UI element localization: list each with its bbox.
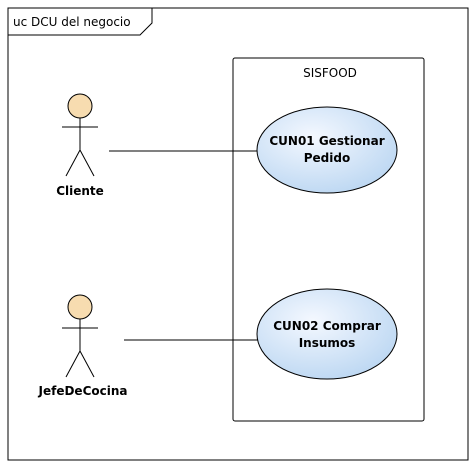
use-case-cun01[interactable]: CUN01 Gestionar Pedido — [256, 106, 398, 194]
use-case-cun02[interactable]: CUN02 Comprar Insumos — [256, 288, 398, 380]
system-name: SISFOOD — [303, 66, 357, 80]
frame-title-tab — [7, 7, 153, 36]
actor-jefedecocina[interactable]: JefeDeCocina — [38, 294, 128, 398]
use-case-cun02-line1: CUN02 Comprar — [273, 319, 381, 333]
actor-label-jefedecocina: JefeDeCocina — [38, 384, 128, 398]
use-case-cun01-line1: CUN01 Gestionar — [269, 134, 384, 148]
use-case-cun01-line2: Pedido — [304, 151, 350, 165]
use-case-cun02-line2: Insumos — [299, 336, 356, 350]
actor-cliente[interactable]: Cliente — [56, 93, 104, 198]
actor-head-icon — [67, 294, 93, 320]
actor-label-cliente: Cliente — [56, 184, 104, 198]
actor-head-icon — [67, 93, 93, 119]
frame-title: uc DCU del negocio — [13, 15, 131, 29]
